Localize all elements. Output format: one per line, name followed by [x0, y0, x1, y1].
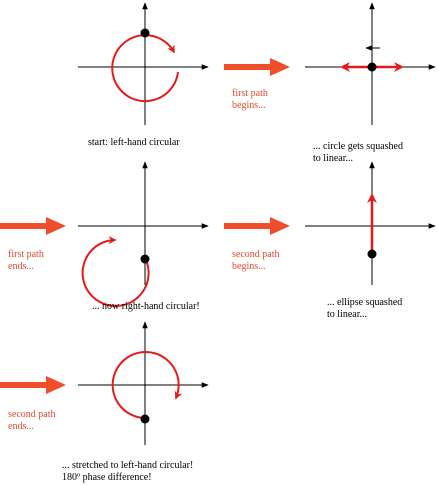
panel-1-figure: [78, 2, 209, 125]
panel-1-caption: start: left-hand circular: [88, 137, 180, 148]
transition-arrow-1: [224, 58, 290, 76]
panel-3-circle-path: [81, 236, 150, 307]
panel-4-dot: [367, 249, 377, 259]
panel-5-caption: ... stretched to left-hand circular! 180…: [62, 460, 194, 483]
panel-4-caption: ... ellipse squashed to linear...: [327, 297, 403, 320]
panel-3-figure: [78, 161, 209, 307]
panel-1-circle-path: [111, 34, 179, 103]
panel-2-caption: ... circle gets squashed to linear...: [313, 141, 403, 164]
transition-arrow-1-shaft: [224, 64, 272, 70]
panel-2-dot: [367, 62, 377, 72]
panel-2-figure: [305, 2, 436, 125]
panel-4-figure: [305, 161, 436, 285]
panel-5-dot: [140, 414, 150, 424]
transition-arrow-3-shaft: [224, 223, 272, 229]
panel-1-dot: [140, 28, 150, 38]
transition-arrow-2-shaft: [0, 223, 48, 229]
transition-2-label: first path ends...: [8, 249, 44, 272]
panel-3-caption: ... now right-hand circular!: [92, 301, 200, 312]
transition-3-label: second path begins...: [232, 249, 280, 272]
transition-4-label: second path ends...: [8, 409, 56, 432]
transition-arrow-3: [224, 217, 290, 235]
transition-arrow-4: [0, 376, 66, 394]
transition-arrow-2: [0, 217, 66, 235]
transition-arrow-4-shaft: [0, 382, 48, 388]
panel-3-dot: [140, 254, 150, 264]
transition-1-label: first path begins...: [232, 88, 268, 111]
panel-5-figure: [78, 321, 209, 445]
panel-5-circle-path: [111, 351, 183, 419]
